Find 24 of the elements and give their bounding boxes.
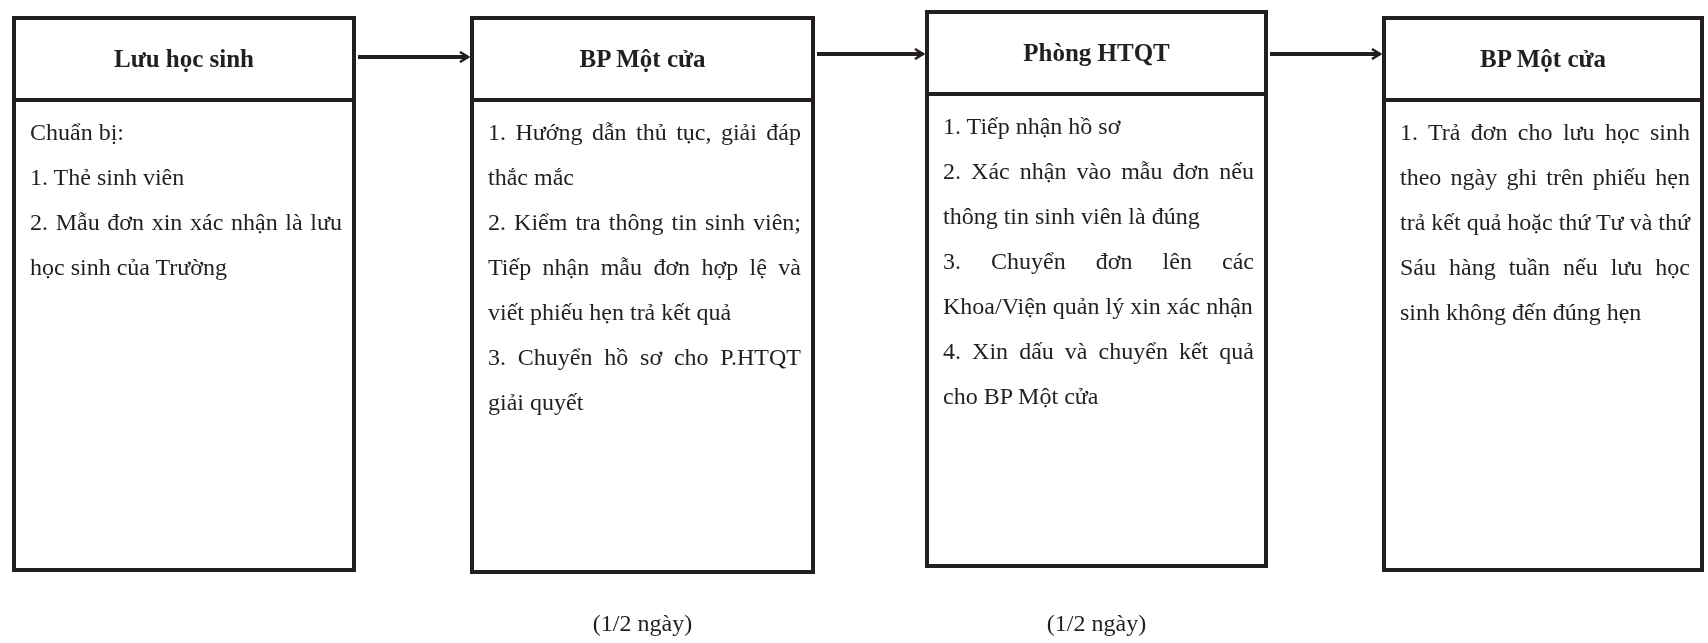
box-heading: Phòng HTQT — [1023, 38, 1170, 69]
step-text: 3. Chuyển hồ sơ cho P.HTQT giải quyết — [488, 343, 801, 417]
step-text: 3. Chuyển đơn lên các Khoa/Viện quản lý xin xác nhận — [943, 247, 1254, 321]
step-text: 1. Thẻ sinh viên — [30, 163, 186, 192]
box-heading: BP Một cửa — [579, 44, 706, 75]
duration-label: (1/2 ngày) — [1046, 609, 1147, 638]
arrow — [358, 50, 470, 64]
box-heading: Lưu học sinh — [113, 44, 255, 75]
step-text: 2. Kiểm tra thông tin sinh viên; Tiếp nhận mẫu đơn hợp lệ và viết phiếu hẹn trả kết quả — [488, 208, 801, 327]
step-text: 1. Hướng dẫn thủ tục, giải đáp thắc mắc — [488, 118, 801, 192]
process-box — [925, 10, 1268, 568]
step-text: 1. Trả đơn cho lưu học sinh theo ngày ghi trên phiếu hẹn trả kết quả hoặc thứ Tư và thứ Sáu hàng tuần nếu lưu học sinh không đến đúng hẹn — [1400, 118, 1690, 327]
process-box — [1382, 16, 1704, 572]
step-text: Chuẩn bị: — [30, 118, 125, 147]
arrow — [817, 47, 925, 61]
arrow — [1270, 47, 1382, 61]
box-heading: BP Một cửa — [1479, 44, 1607, 75]
step-text: 2. Xác nhận vào mẫu đơn nếu thông tin sinh viên là đúng — [943, 157, 1254, 231]
step-text: 4. Xin dấu và chuyển kết quả cho BP Một cửa — [943, 337, 1254, 411]
step-text: 1. Tiếp nhận hồ sơ — [943, 112, 1122, 141]
step-text: 2. Mẫu đơn xin xác nhận là lưu học sinh của Trường — [30, 208, 342, 282]
process-box — [12, 16, 356, 572]
process-box — [470, 16, 815, 574]
duration-label: (1/2 ngày) — [592, 609, 693, 638]
